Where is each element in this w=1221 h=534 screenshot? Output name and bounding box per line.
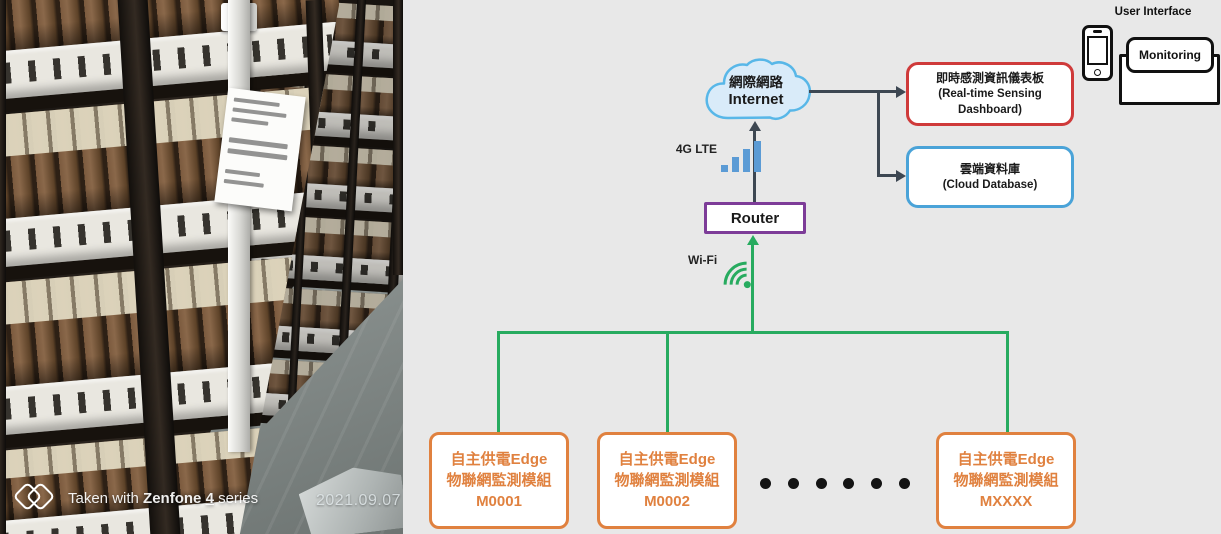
lte-label: 4G LTE <box>675 142 717 156</box>
router-label: Router <box>730 209 780 227</box>
smartphone-icon <box>1082 25 1113 81</box>
shelf-rack-left <box>0 0 340 534</box>
ellipsis-dots <box>760 478 910 489</box>
database-label-zh: 雲端資料庫 <box>959 161 1020 176</box>
module3-drop <box>1006 331 1009 432</box>
module2-line1: 自主供電Edge <box>618 451 716 468</box>
monitoring-node: Monitoring <box>1126 37 1214 73</box>
cloud-icon <box>705 58 812 121</box>
iot-architecture-diagram: 網際網路 Internet 4G LTE Router Wi-Fi 即時感測資訊… <box>403 0 1221 534</box>
arrowhead-to-router <box>746 235 759 245</box>
edge-module-node-2: 自主供電Edge 物聯網監測模組 M0002 <box>597 432 737 529</box>
arrowhead-to-internet <box>748 121 761 131</box>
white-pole <box>228 0 250 452</box>
edge-module-node-1: 自主供電Edge 物聯網監測模組 M0001 <box>429 432 569 529</box>
module1-drop <box>497 331 500 432</box>
arrowhead-to-dashboard <box>896 85 906 98</box>
dashboard-label-zh: 即時感測資訊儀表板 <box>935 70 1044 85</box>
signal-bars-icon <box>721 139 765 172</box>
module3-line1: 自主供電Edge <box>957 451 1055 468</box>
user-interface-label: User Interface <box>1114 6 1192 18</box>
module2-line2: 物聯網監測模組 <box>614 472 720 489</box>
monitoring-label: Monitoring <box>1139 48 1201 62</box>
internet-cloud-node: 網際網路 Internet <box>700 58 812 128</box>
wifi-label: Wi-Fi <box>688 253 718 267</box>
internet-dashboard-link <box>809 90 898 93</box>
module2-drop <box>666 331 669 432</box>
module1-id: M0001 <box>476 493 522 510</box>
branch-database-link <box>877 174 898 177</box>
module1-line1: 自主供電Edge <box>450 451 548 468</box>
watermark-text: Taken with Zenfone 4 series <box>68 489 259 507</box>
dashboard-label-en1: (Real-time Sensing <box>938 88 1042 101</box>
photo-date: 2021.09.07 <box>316 492 402 509</box>
module1-line2: 物聯網監測模組 <box>446 472 552 489</box>
arrowhead-to-database <box>896 169 906 182</box>
module3-line2: 物聯網監測模組 <box>953 472 1059 489</box>
dashboard-label-en2: Dashboard) <box>958 104 1022 117</box>
database-node: 雲端資料庫 (Cloud Database) <box>906 146 1074 208</box>
module2-id: M0002 <box>644 493 690 510</box>
edge-module-node-3: 自主供電Edge 物聯網監測模組 MXXXX <box>936 432 1076 529</box>
module3-id: MXXXX <box>979 493 1033 510</box>
link-branch-down <box>877 90 880 177</box>
module-bus-line <box>497 331 1009 334</box>
router-node: Router <box>704 202 806 234</box>
mushroom-farm-photo: Taken with Zenfone 4 series 2021.09.07 <box>0 0 403 534</box>
rack-edge-post <box>393 0 403 275</box>
watermark: Taken with Zenfone 4 series <box>12 476 259 520</box>
wifi-uplink <box>751 243 754 334</box>
internet-label: 網際網路 Internet <box>728 75 784 108</box>
database-label-en: (Cloud Database) <box>942 179 1038 192</box>
dashboard-node: 即時感測資訊儀表板 (Real-time Sensing Dashboard) <box>906 62 1074 126</box>
zenfone-logo-icon <box>12 476 58 520</box>
paper-sign <box>214 87 306 212</box>
